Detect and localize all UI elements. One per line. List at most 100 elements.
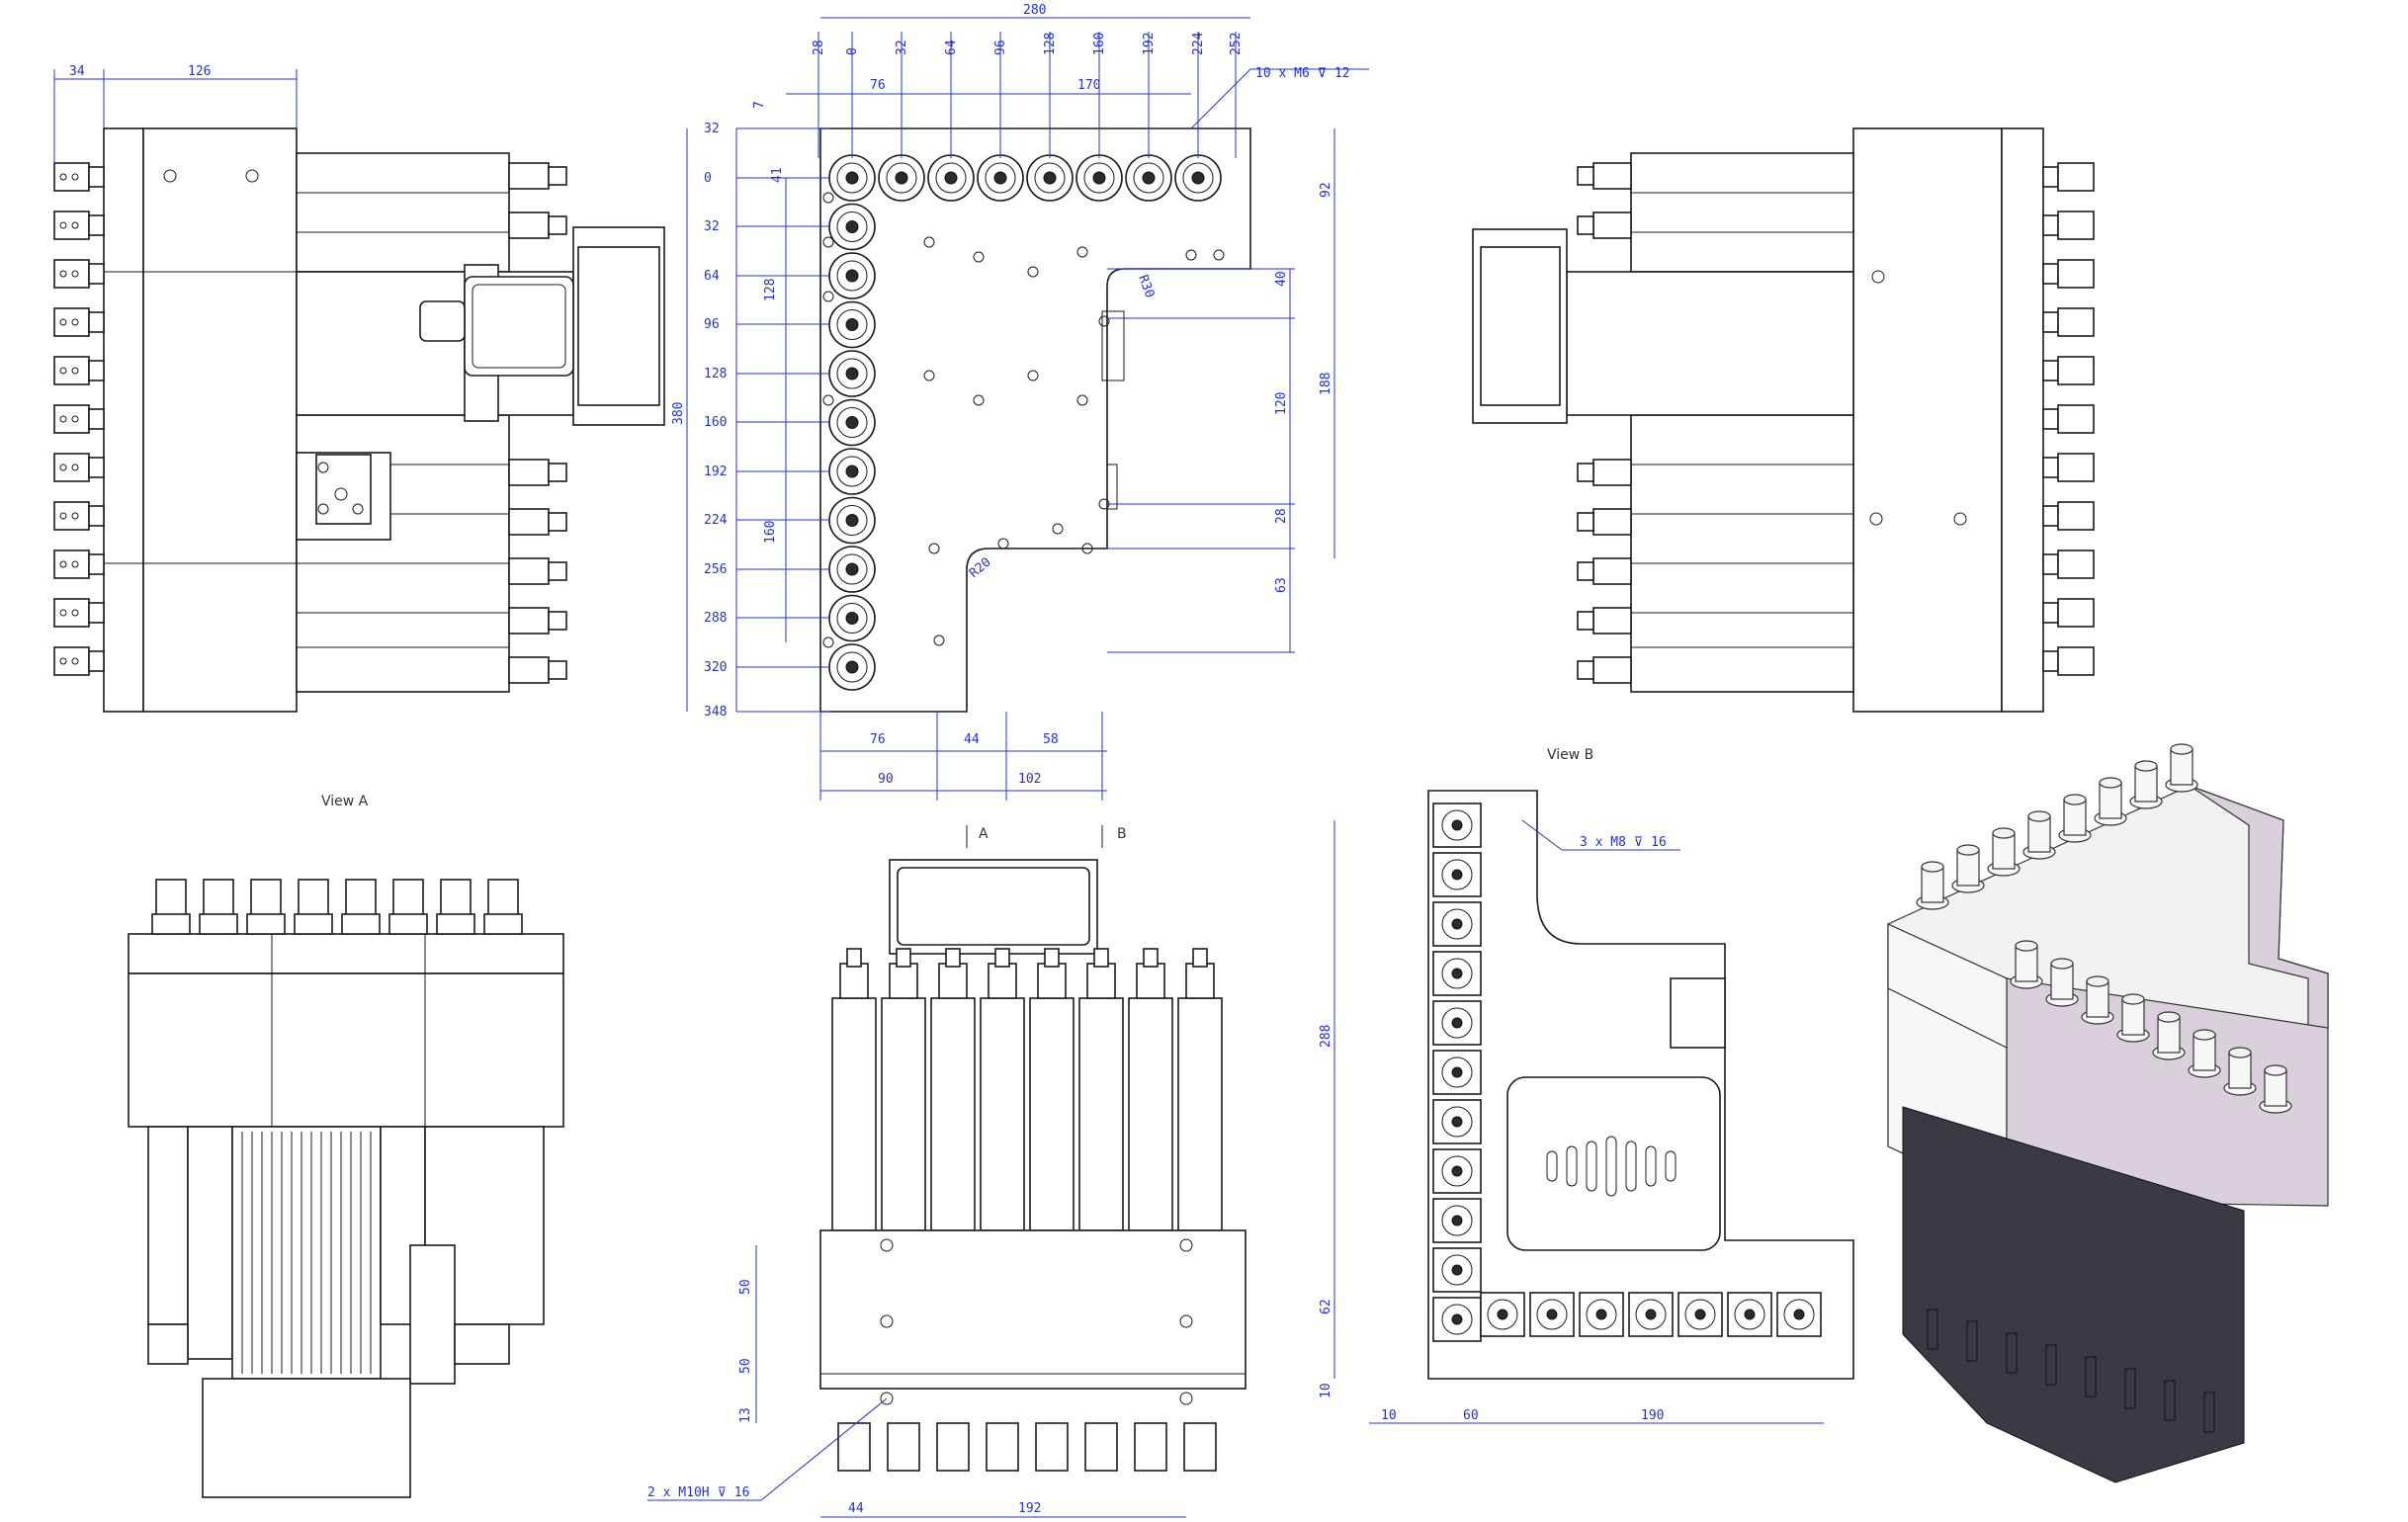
- dim-41: 41: [770, 167, 785, 183]
- dim-76-top: 76: [870, 78, 886, 93]
- spindle-ring: [1684, 1299, 1716, 1330]
- motor-cap: [508, 656, 550, 684]
- dim-label: 44: [964, 732, 980, 747]
- spindle-ring: [1441, 1254, 1473, 1286]
- left-side-view: 34 126 View A: [53, 64, 665, 809]
- dim-44: 44: [848, 1501, 864, 1516]
- hole: [1052, 523, 1064, 535]
- spindle-flange: [388, 913, 428, 935]
- spindle-bore: [845, 269, 859, 283]
- pin: [71, 415, 79, 423]
- spindle-ring: [1083, 162, 1115, 194]
- motor-cap-end: [548, 166, 567, 186]
- motor-cap: [508, 508, 550, 536]
- iso-pin: [2045, 1344, 2057, 1386]
- iso-cap-top: [1956, 844, 1980, 856]
- note-top-threads: 10 x M6 ⊽ 12: [1255, 66, 1350, 81]
- dim-tick-label: 96: [993, 40, 1008, 55]
- connector-body: [88, 311, 105, 333]
- dim-34: 34: [69, 64, 85, 79]
- dim-190: 190: [1641, 1408, 1664, 1423]
- hole: [822, 636, 834, 648]
- spindle-ring: [1635, 1299, 1667, 1330]
- spindle-bore: [1092, 171, 1106, 185]
- spindle-ring: [1441, 809, 1473, 841]
- dim-tick-label: 192: [1142, 33, 1157, 55]
- hole: [973, 251, 985, 263]
- motor-cap-end: [1577, 561, 1594, 581]
- pin: [71, 560, 79, 568]
- spindle-ring: [1441, 958, 1473, 989]
- dim-tick-label: 256: [704, 562, 727, 577]
- motor-cap-end: [548, 660, 567, 680]
- vent-slot: [1566, 1145, 1578, 1187]
- spindle-bore: [1793, 1309, 1805, 1320]
- vent-slot: [1645, 1145, 1657, 1187]
- connector: [1183, 1422, 1217, 1472]
- spindle-ring: [836, 651, 868, 683]
- connector: [2057, 404, 2095, 434]
- connector-body: [2042, 214, 2059, 236]
- iso-cap-top: [2015, 940, 2038, 952]
- connector-body: [88, 457, 105, 478]
- dim-160: 160: [763, 521, 778, 544]
- dim-170-top: 170: [1077, 78, 1100, 93]
- spindle-ring: [1441, 859, 1473, 890]
- spindle-bore: [845, 171, 859, 185]
- motor: [1029, 997, 1075, 1231]
- motor-pin: [1093, 948, 1109, 968]
- connector: [1035, 1422, 1069, 1472]
- connector-body: [2042, 166, 2059, 188]
- spindle-ring: [1441, 1007, 1473, 1039]
- spindle-cap: [392, 879, 424, 918]
- motor-cap: [1592, 508, 1632, 536]
- motor-cap: [508, 459, 550, 486]
- vent-slot: [1546, 1150, 1558, 1182]
- motor-cap-end: [1577, 215, 1594, 235]
- motor-cap: [508, 607, 550, 634]
- spindle-flange: [483, 913, 523, 935]
- dim-label: 63: [1274, 577, 1289, 593]
- motor-pin: [994, 948, 1010, 968]
- connector-body: [88, 553, 105, 575]
- dim-label: 102: [1018, 772, 1041, 787]
- pin: [59, 221, 67, 229]
- spindle-bore: [1043, 171, 1057, 185]
- dim-label: 40: [1274, 271, 1289, 287]
- spindle-bore: [1451, 1165, 1463, 1177]
- iso-cap-top: [2193, 1029, 2216, 1041]
- spindle-bore: [845, 660, 859, 674]
- spindle-ring: [836, 358, 868, 389]
- dim-label: 58: [1043, 732, 1059, 747]
- motor-cap-end: [548, 463, 567, 482]
- dim-tick-label: 252: [1229, 33, 1244, 55]
- spindle-bore: [1451, 819, 1463, 831]
- spindle-ring: [836, 260, 868, 292]
- pin: [59, 609, 67, 617]
- motor-cap-end: [1577, 166, 1594, 186]
- spindle-ring: [1441, 1106, 1473, 1138]
- dim-288: 288: [1319, 1025, 1333, 1048]
- spindle-ring: [836, 603, 868, 634]
- dim-192: 192: [1018, 1501, 1041, 1516]
- motor: [980, 997, 1025, 1231]
- motor-cap-end: [1577, 512, 1594, 532]
- dim-label: 120: [1274, 392, 1289, 415]
- hole: [928, 543, 940, 554]
- motor-top: [1086, 963, 1116, 999]
- connector-body: [2042, 408, 2059, 430]
- dim-tick-label: 224: [704, 513, 728, 528]
- dim-7: 7: [752, 101, 767, 109]
- motor-cap-end: [548, 215, 567, 235]
- pin: [71, 609, 79, 617]
- iso-pin: [1927, 1309, 1938, 1350]
- connector-body: [88, 408, 105, 430]
- dim-10-h: 10: [1381, 1408, 1397, 1423]
- spindle-bore: [1191, 171, 1205, 185]
- hole: [1081, 543, 1093, 554]
- motor-cap-end: [548, 512, 567, 532]
- motor: [881, 997, 926, 1231]
- pin: [59, 318, 67, 326]
- spindle-ring: [1586, 1299, 1617, 1330]
